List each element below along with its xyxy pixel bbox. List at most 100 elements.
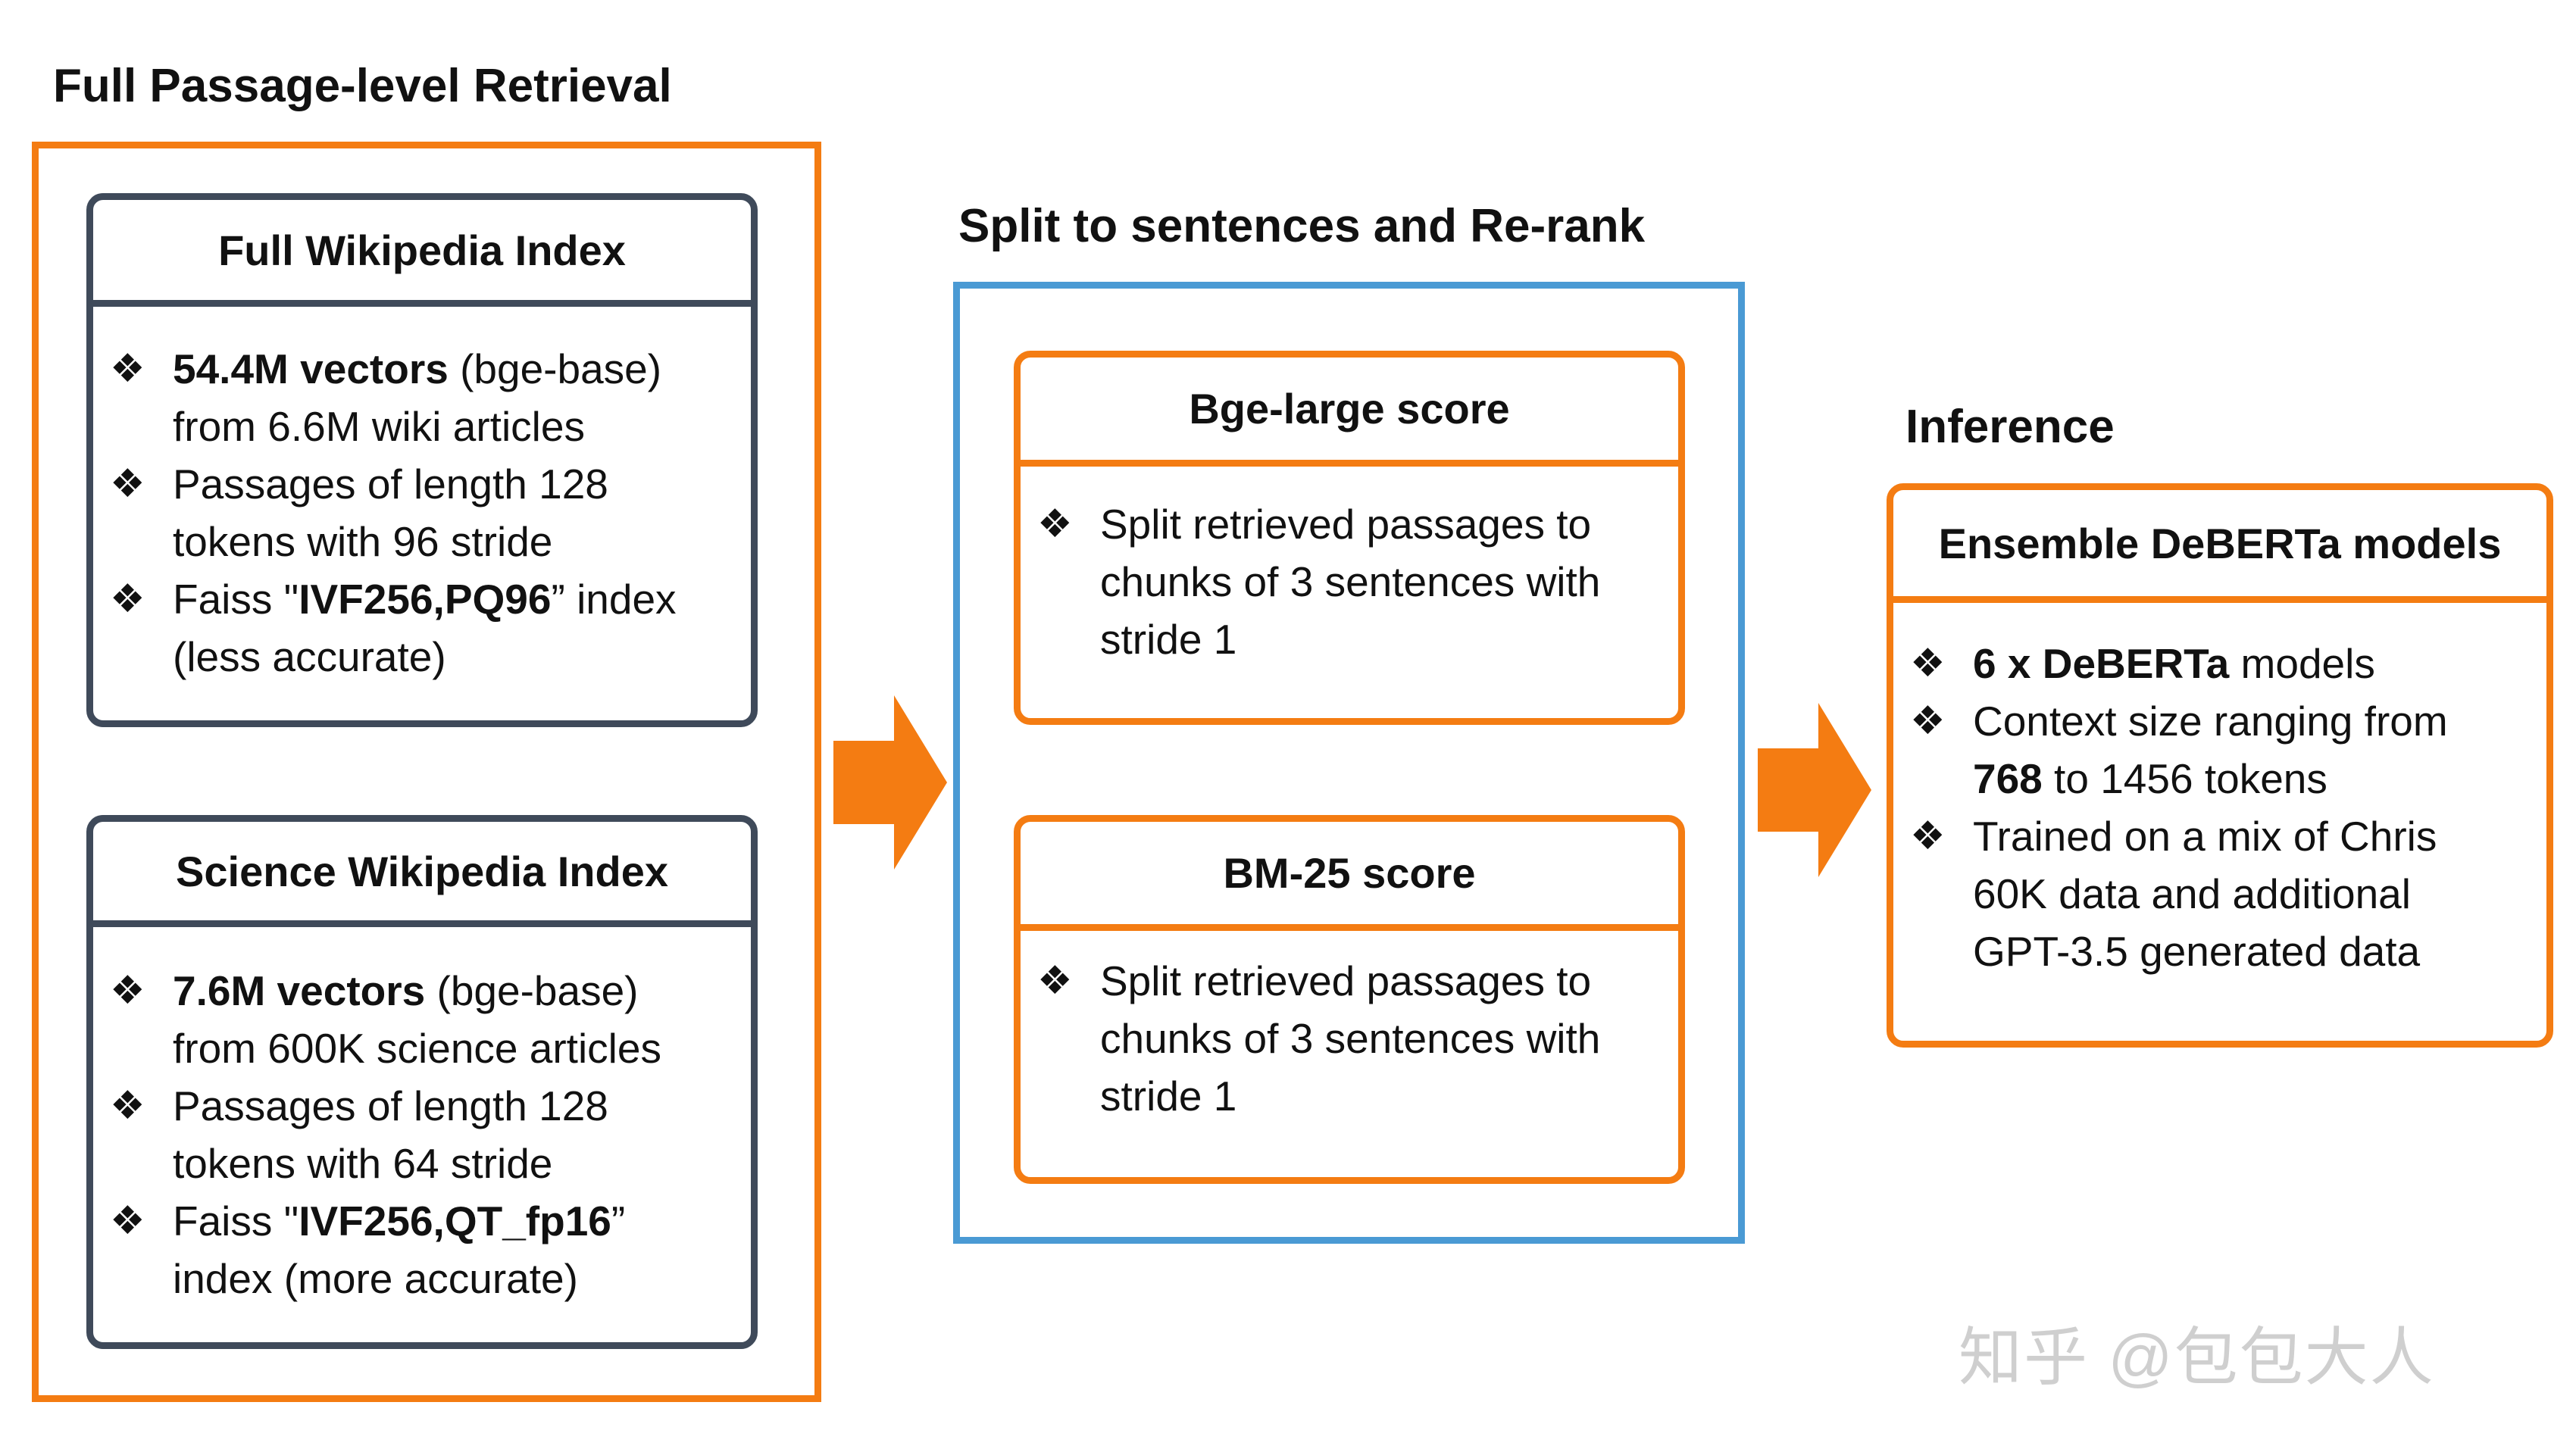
text-segment: from 6.6M wiki articles xyxy=(173,403,585,450)
bullet-line: Trained on a mix of Chris xyxy=(1973,807,2546,865)
text-segment: ” index xyxy=(551,576,677,623)
bullet-list: ❖ 6 x DeBERTa models ❖ Context size ranging… xyxy=(1893,635,2546,980)
bullet-line: Faiss "IVF256,PQ96” index xyxy=(173,570,751,628)
text-segment: tokens with 64 stride xyxy=(173,1140,553,1187)
bullet-list: ❖ Split retrieved passages to chunks of 3 … xyxy=(1021,495,1678,668)
diamond-bullet-icon: ❖ xyxy=(110,462,145,506)
ensemble-deberta-card: Ensemble DeBERTa models ❖ 6 x DeBERTa mod… xyxy=(1887,483,2553,1048)
diamond-bullet-icon: ❖ xyxy=(1910,642,1946,685)
bullet-line: 7.6M vectors (bge-base) xyxy=(173,962,751,1020)
card-title: Ensemble DeBERTa models xyxy=(1893,490,2546,603)
full-wikipedia-index-card: Full Wikipedia Index ❖ 54.4M vectors (bge… xyxy=(86,193,758,727)
rerank-group-frame xyxy=(953,282,1745,1244)
diamond-bullet-icon: ❖ xyxy=(110,347,145,391)
bullet-list: ❖ Split retrieved passages to chunks of 3 … xyxy=(1021,952,1678,1125)
bullet-item: ❖ 7.6M vectors (bge-base) from 600K scienc… xyxy=(93,962,751,1077)
diamond-bullet-icon: ❖ xyxy=(110,1084,145,1128)
text-segment: 60K data and additional xyxy=(1973,870,2411,917)
retrieval-group-frame xyxy=(32,142,821,1402)
bullet-item: ❖ Context size ranging from 768 to 1456 to… xyxy=(1893,692,2546,807)
arrow-right-icon xyxy=(833,695,947,870)
text-segment: Context size ranging from xyxy=(1973,698,2448,745)
card-title: Full Wikipedia Index xyxy=(93,200,751,307)
card-title: Bge-large score xyxy=(1021,358,1678,467)
text-segment: Split retrieved passages to xyxy=(1100,957,1592,1004)
text-segment: stride 1 xyxy=(1100,616,1237,663)
bullet-line: index (more accurate) xyxy=(173,1250,751,1307)
science-wikipedia-index-card: Science Wikipedia Index ❖ 7.6M vectors (b… xyxy=(86,815,758,1349)
inference-section-title: Inference xyxy=(1905,401,2115,453)
text-segment: Passages of length 128 xyxy=(173,461,608,507)
text-segment: (bge-base) xyxy=(448,345,662,392)
bullet-line: Context size ranging from xyxy=(1973,692,2546,750)
bullet-line: stride 1 xyxy=(1100,611,1678,668)
card-title: Science Wikipedia Index xyxy=(93,822,751,927)
text-segment: stride 1 xyxy=(1100,1073,1237,1120)
bullet-item: ❖ Passages of length 128 tokens with 64 st… xyxy=(93,1077,751,1192)
bm25-score-card: BM-25 score ❖ Split retrieved passages to… xyxy=(1014,815,1685,1184)
bullet-line: GPT-3.5 generated data xyxy=(1973,923,2546,980)
bold-text: 54.4M vectors xyxy=(173,345,449,392)
bge-large-score-card: Bge-large score ❖ Split retrieved passage… xyxy=(1014,351,1685,725)
bullet-line: 54.4M vectors (bge-base) xyxy=(173,340,751,398)
diamond-bullet-icon: ❖ xyxy=(1910,814,1946,858)
bullet-line: chunks of 3 sentences with xyxy=(1100,1010,1678,1067)
bullet-item: ❖ 6 x DeBERTa models xyxy=(1893,635,2546,692)
arrow-right-icon xyxy=(1758,703,1871,877)
bold-text: IVF256,QT_fp16 xyxy=(299,1198,611,1244)
bold-text: 6 x DeBERTa xyxy=(1973,640,2230,687)
bullet-line: 768 to 1456 tokens xyxy=(1973,750,2546,807)
bullet-line: chunks of 3 sentences with xyxy=(1100,553,1678,611)
diamond-bullet-icon: ❖ xyxy=(1037,959,1073,1003)
bullet-line: Passages of length 128 xyxy=(173,1077,751,1135)
text-segment: chunks of 3 sentences with xyxy=(1100,1015,1601,1062)
bullet-item: ❖Faiss "IVF256,QT_fp16”index (more accur… xyxy=(93,1192,751,1307)
text-segment: index (more accurate) xyxy=(173,1255,578,1302)
bold-text: IVF256,PQ96 xyxy=(299,576,552,623)
bullet-line: stride 1 xyxy=(1100,1067,1678,1125)
text-segment: Faiss " xyxy=(173,576,299,623)
bullet-line: Faiss "IVF256,QT_fp16” xyxy=(173,1192,751,1250)
bullet-item: ❖ Faiss "IVF256,PQ96” index (less accurate… xyxy=(93,570,751,685)
bullet-list: ❖ 54.4M vectors (bge-base) from 6.6M wiki … xyxy=(93,340,751,685)
bullet-line: Passages of length 128 xyxy=(173,455,751,513)
bullet-item: ❖ 54.4M vectors (bge-base) from 6.6M wiki … xyxy=(93,340,751,455)
bullet-line: tokens with 64 stride xyxy=(173,1135,751,1192)
bullet-line: from 600K science articles xyxy=(173,1020,751,1077)
diamond-bullet-icon: ❖ xyxy=(110,577,145,621)
text-segment: ” xyxy=(611,1198,626,1244)
bullet-line: tokens with 96 stride xyxy=(173,513,751,570)
bullet-line: 6 x DeBERTa models xyxy=(1973,635,2546,692)
text-segment: (bge-base) xyxy=(425,967,639,1014)
text-segment: Trained on a mix of Chris xyxy=(1973,813,2437,860)
bullet-line: 60K data and additional xyxy=(1973,865,2546,923)
text-segment: (less accurate) xyxy=(173,633,446,680)
text-segment: to 1456 tokens xyxy=(2042,755,2327,802)
bullet-line: (less accurate) xyxy=(173,628,751,685)
bullet-item: ❖ Passages of length 128 tokens with 96 st… xyxy=(93,455,751,570)
diamond-bullet-icon: ❖ xyxy=(110,969,145,1013)
bullet-item: ❖ Trained on a mix of Chris 60K data and a… xyxy=(1893,807,2546,980)
bullet-line: from 6.6M wiki articles xyxy=(173,398,751,455)
text-segment: Passages of length 128 xyxy=(173,1082,608,1129)
text-segment: models xyxy=(2229,640,2375,687)
diamond-bullet-icon: ❖ xyxy=(110,1199,145,1243)
bullet-item: ❖ Split retrieved passages to chunks of 3 … xyxy=(1021,952,1678,1125)
bold-text: 7.6M vectors xyxy=(173,967,426,1014)
bullet-line: Split retrieved passages to xyxy=(1100,952,1678,1010)
bullet-list: ❖ 7.6M vectors (bge-base) from 600K scienc… xyxy=(93,962,751,1307)
diamond-bullet-icon: ❖ xyxy=(1037,502,1073,546)
diamond-bullet-icon: ❖ xyxy=(1910,699,1946,743)
text-segment: tokens with 96 stride xyxy=(173,518,553,565)
rerank-section-title: Split to sentences and Re-rank xyxy=(958,200,1646,252)
bullet-line: Split retrieved passages to xyxy=(1100,495,1678,553)
text-segment: Split retrieved passages to xyxy=(1100,501,1592,548)
text-segment: chunks of 3 sentences with xyxy=(1100,558,1601,605)
text-segment: from 600K science articles xyxy=(173,1025,661,1072)
watermark: 知乎 @包包大人 xyxy=(1959,1322,2435,1393)
retrieval-section-title: Full Passage-level Retrieval xyxy=(53,60,672,112)
bullet-item: ❖ Split retrieved passages to chunks of 3 … xyxy=(1021,495,1678,668)
bold-text: 768 xyxy=(1973,755,2043,802)
text-segment: Faiss " xyxy=(173,1198,299,1244)
card-title: BM-25 score xyxy=(1021,822,1678,931)
